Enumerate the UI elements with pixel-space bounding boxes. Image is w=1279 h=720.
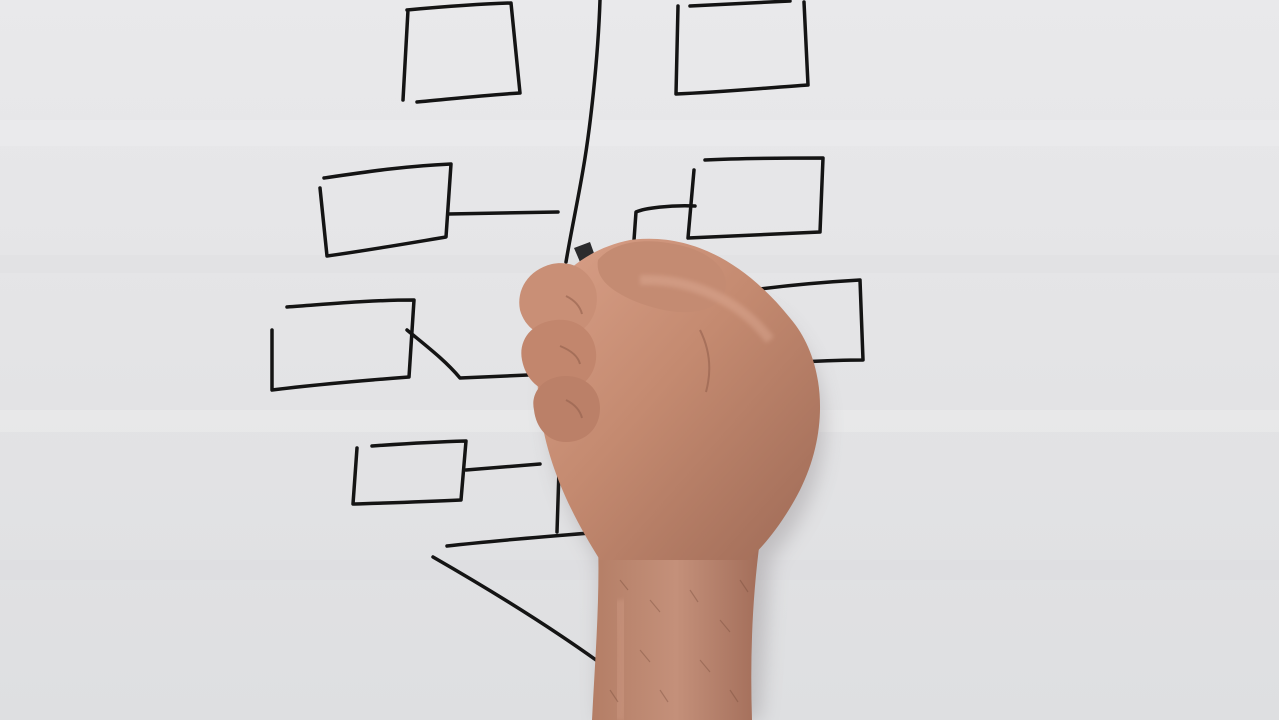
arm-hair-texture: [609, 579, 749, 703]
left-box-4: [351, 439, 468, 506]
base-diagonal-line: [431, 555, 598, 662]
left-box-1: [401, 1, 522, 104]
central-spine-line: [564, 0, 602, 264]
ring-finger: [533, 376, 600, 442]
left-box-2: [318, 162, 453, 258]
right-box-2-connector: [632, 204, 697, 242]
diagram-strokes: [270, 0, 865, 662]
right-box-3: [750, 278, 865, 364]
right-box-1: [674, 0, 810, 96]
middle-finger: [521, 319, 597, 393]
left-box-3: [270, 298, 416, 392]
forearm: [592, 540, 760, 720]
left-box-4-connector: [464, 462, 542, 472]
left-box-3-connector: [405, 328, 530, 380]
hand: [519, 238, 821, 720]
index-finger: [519, 263, 597, 338]
right-box-2: [686, 156, 825, 240]
knuckle-creases: [559, 295, 711, 419]
left-box-2-connector: [446, 210, 560, 216]
base-horizontal-line: [445, 531, 592, 548]
